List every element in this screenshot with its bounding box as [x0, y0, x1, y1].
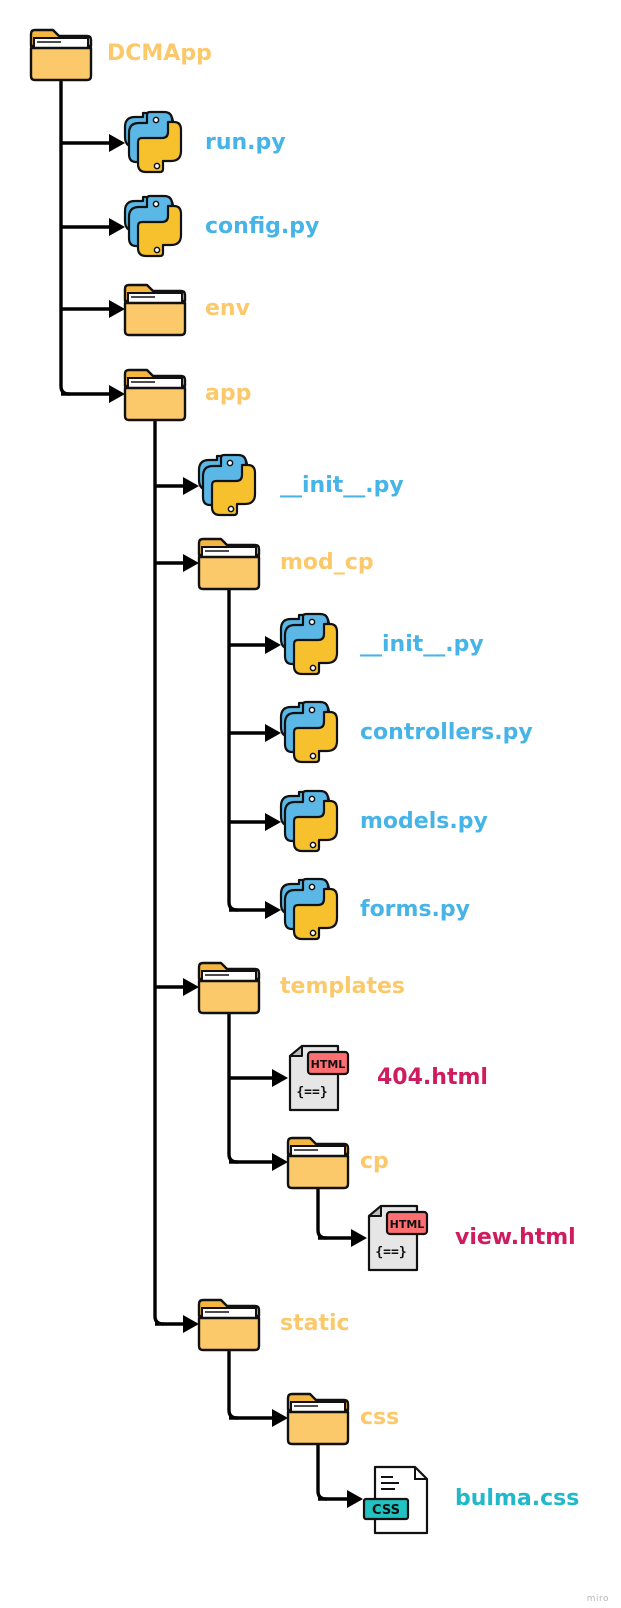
folder-icon [286, 1136, 350, 1190]
trunk-line-app [153, 420, 165, 1326]
node-label-static: static [280, 1311, 350, 1336]
python-file-icon [279, 877, 339, 941]
node-label-bulma-css: bulma.css [455, 1486, 580, 1511]
node-label-run-py: run.py [205, 130, 286, 155]
css-file-icon: CSS [362, 1465, 429, 1535]
arrowhead-6-0 [265, 636, 281, 654]
arrowhead-0-1 [109, 218, 125, 236]
python-file-icon [123, 194, 183, 258]
html-file-icon: HTML {==} [288, 1044, 350, 1112]
html-file-icon: HTML {==} [367, 1204, 429, 1272]
node-label-models-py: models.py [360, 809, 488, 834]
trunk-line-dcmapp [59, 80, 71, 396]
html-badge-text: HTML [390, 1218, 425, 1231]
arrowhead-13-0 [351, 1229, 367, 1247]
trunk-line-mod-cp [227, 589, 239, 912]
arrowhead-4-2 [183, 978, 199, 996]
folder-icon [123, 283, 187, 337]
folder-icon [197, 1298, 261, 1352]
folder-icon [29, 28, 93, 82]
arrowhead-11-0 [272, 1069, 288, 1087]
node-label-controllers-py: controllers.py [360, 720, 533, 745]
arrowhead-6-1 [265, 724, 281, 742]
arrowhead-15-0 [272, 1409, 288, 1427]
node-label-config-py: config.py [205, 214, 320, 239]
node-label-dcmapp: DCMApp [107, 41, 212, 66]
node-label-404-html: 404.html [377, 1065, 488, 1090]
html-code-glyph: {==} [375, 1245, 406, 1260]
node-label-view-html: view.html [455, 1225, 576, 1250]
folder-icon [197, 961, 261, 1015]
arrowhead-6-3 [265, 901, 281, 919]
folder-icon [197, 537, 261, 591]
css-badge-text: CSS [372, 1503, 400, 1518]
python-file-icon [279, 789, 339, 853]
arrowhead-11-1 [272, 1153, 288, 1171]
node-label-init-py: __init__.py [360, 632, 484, 657]
arrowhead-0-2 [109, 300, 125, 318]
trunk-line-cp [316, 1188, 328, 1240]
node-label-init-py: __init__.py [280, 473, 404, 498]
watermark: miro [586, 1594, 609, 1604]
arrowhead-16-0 [347, 1490, 363, 1508]
node-label-app: app [205, 381, 252, 406]
python-file-icon [123, 110, 183, 174]
arrowhead-6-2 [265, 813, 281, 831]
node-label-templates: templates [280, 974, 406, 999]
node-label-css: css [360, 1405, 400, 1430]
node-label-forms-py: forms.py [360, 897, 470, 922]
arrowhead-4-1 [183, 554, 199, 572]
folder-icon [123, 368, 187, 422]
python-file-icon [197, 453, 257, 517]
html-code-glyph: {==} [296, 1085, 327, 1100]
arrowhead-4-3 [183, 1315, 199, 1333]
folder-icon [286, 1392, 350, 1446]
node-label-mod-cp: mod_cp [280, 550, 374, 575]
arrowhead-0-3 [109, 385, 125, 403]
python-file-icon [279, 612, 339, 676]
node-label-env: env [205, 296, 250, 321]
html-badge-text: HTML [311, 1058, 346, 1071]
trunk-line-static [227, 1350, 239, 1420]
python-file-icon [279, 700, 339, 764]
node-label-cp: cp [360, 1149, 389, 1174]
trunk-line-templates [227, 1013, 239, 1164]
arrowhead-0-0 [109, 134, 125, 152]
arrowhead-4-0 [183, 477, 199, 495]
trunk-line-css [316, 1444, 328, 1501]
